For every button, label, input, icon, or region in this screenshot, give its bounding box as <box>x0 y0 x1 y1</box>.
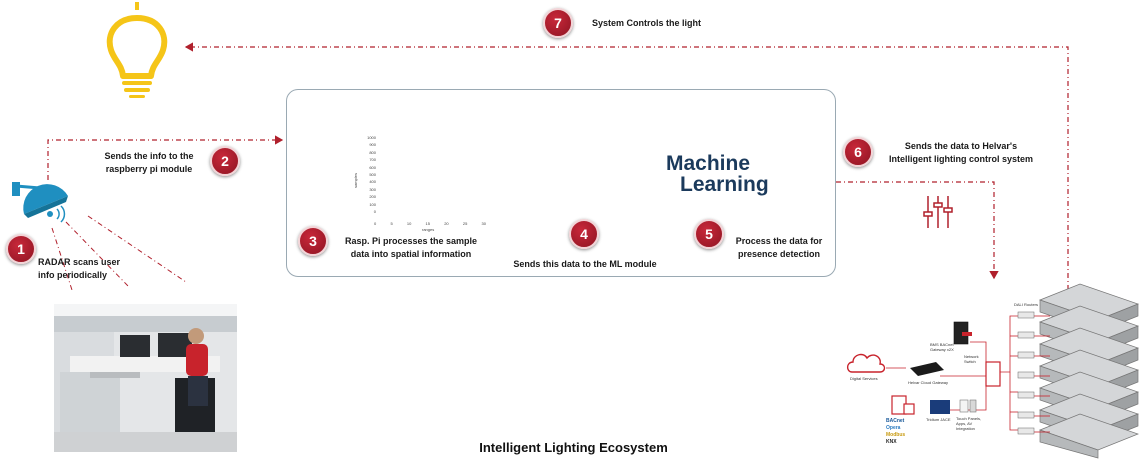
sliders-icon <box>923 196 953 228</box>
office-photo <box>54 304 237 452</box>
heatmap-xticks: 0 5 10 15 20 25 30 <box>374 221 486 226</box>
heatmap-ytick: 100 <box>369 201 376 207</box>
radar-sensor-icon <box>12 182 68 223</box>
heatmap-xtick: 5 <box>390 221 393 226</box>
diagram-title: Intelligent Lighting Ecosystem <box>479 440 668 455</box>
step-badge-7: 7 <box>543 8 573 38</box>
heatmap-ytick: 600 <box>369 164 376 170</box>
arrow-panel-to-helvar <box>836 181 999 280</box>
heatmap-ytick: 700 <box>369 157 376 163</box>
tridium-icon <box>930 400 950 414</box>
heatmap-ytick: 900 <box>369 142 376 148</box>
ml-logo-line2: Learning <box>680 173 769 196</box>
helvar-network-diagram <box>846 283 1140 459</box>
protocol-knx: KNX <box>886 439 897 445</box>
step-label-7: System Controls the light <box>592 18 702 28</box>
heatmap-ytick: 0 <box>373 209 376 215</box>
heatmap-ytick: 300 <box>369 186 376 192</box>
heatmap-ytick: 200 <box>369 194 376 200</box>
protocol-bacnet: BACnet <box>886 418 905 424</box>
label-dali-routers: DALI Routers <box>1014 302 1039 307</box>
step-label-1: RADAR scans user info periodically <box>38 257 121 280</box>
cloud-icon <box>846 353 886 373</box>
step-badge-6: 6 <box>843 137 873 167</box>
lightbulb-icon <box>106 2 168 98</box>
protocol-modbus: Modbus <box>886 432 906 438</box>
cloud-gateway-icon <box>910 362 944 376</box>
heatmap-ytick: 800 <box>369 149 376 155</box>
step-label-4: Sends this data to the ML module <box>513 259 657 269</box>
label-digital-services: Digital Services <box>850 376 878 381</box>
step-label-2: Sends the info to the raspberry pi modul… <box>104 151 194 174</box>
heatmap-xtick: 10 <box>406 221 412 226</box>
radar-beam-right <box>87 215 187 283</box>
step-label-5: Process the data for presence detection <box>735 236 823 259</box>
heatmap-xlabel: ranges <box>422 227 435 232</box>
heatmap-xtick: 0 <box>374 221 377 226</box>
step-label-3: Rasp. Pi processes the sample data into … <box>344 236 478 259</box>
radar-beam-mid <box>65 221 129 287</box>
building-floors <box>1038 283 1140 459</box>
protocol-list: BACnet Opera Modbus KNX <box>886 418 905 446</box>
office-building-icon <box>891 395 915 415</box>
touch-panel-icon <box>959 399 969 413</box>
heatmap-ytick: 400 <box>369 179 376 185</box>
heatmap-yticks: 1000 900 800 700 600 500 400 300 200 100… <box>360 134 376 215</box>
heatmap-xtick: 25 <box>462 221 468 226</box>
network-switch-icon <box>985 361 1001 387</box>
heatmap-ytick: 500 <box>369 172 376 178</box>
heatmap-ytick: 1000 <box>367 135 376 140</box>
radar-beam-left <box>51 227 73 291</box>
step-badge-5: 5 <box>694 219 724 249</box>
arrow-radar-to-pi <box>47 135 284 180</box>
label-network-switch: Network Switch <box>964 354 979 364</box>
label-tridium: Tridium JACE <box>926 417 951 422</box>
step-badge-3: 3 <box>298 226 328 256</box>
step-badge-4: 4 <box>569 219 599 249</box>
step-badge-2: 2 <box>210 146 240 176</box>
processing-panel <box>286 89 836 277</box>
label-bms-gateway: BMS BACnet Gateway x2X <box>930 342 954 352</box>
heatmap-ylabel: samples <box>352 173 358 188</box>
heatmap-xtick: 30 <box>481 221 486 226</box>
heatmap-xtick: 20 <box>444 221 449 226</box>
ml-logo-line1: Machine <box>666 152 751 175</box>
label-cloud-gateway: Helvar Cloud Gateway <box>908 380 949 385</box>
machine-learning-logo: Machine Learning <box>666 153 786 195</box>
protocol-opera: Opera <box>886 425 901 431</box>
arrow-helvar-to-light <box>184 42 1069 290</box>
step-label-6: Sends the data to Helvar's Intelligent l… <box>888 141 1033 164</box>
step-badge-1: 1 <box>6 234 36 264</box>
label-touch-panels: Touch Panels, Apps, AV Integration <box>956 416 982 431</box>
heatmap-xtick: 15 <box>425 221 430 226</box>
